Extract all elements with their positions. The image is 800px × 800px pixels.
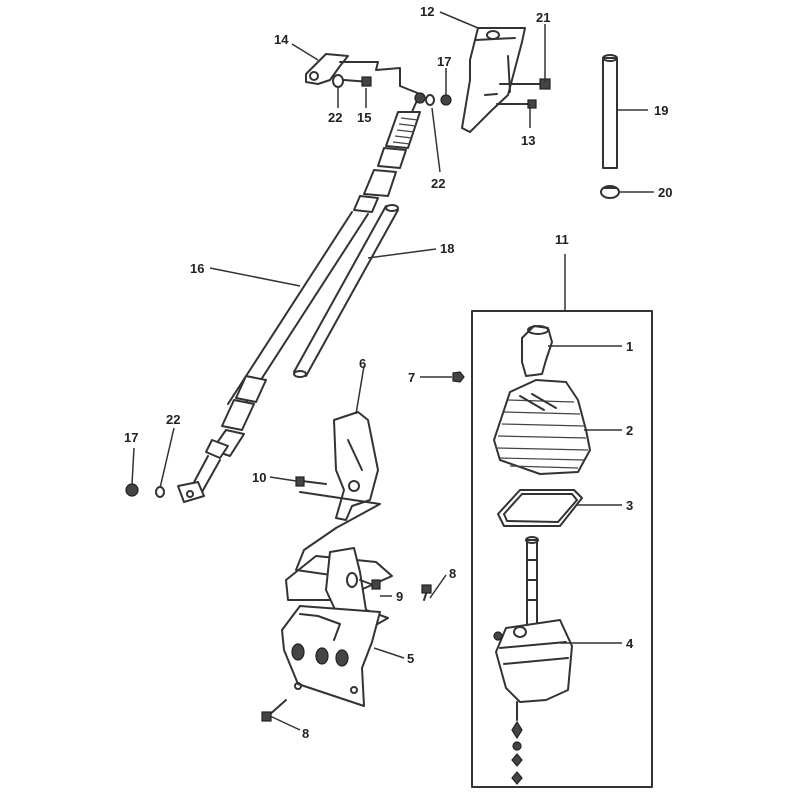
part-22-washer-left: [155, 486, 165, 498]
callout-17-left: 17: [124, 430, 138, 445]
part-19-rod: [602, 54, 618, 169]
callout-8-bottom: 8: [302, 726, 309, 741]
part-6-plate: [333, 411, 379, 521]
part-17-nut-top: [440, 94, 452, 106]
callout-7: 7: [408, 370, 415, 385]
callout-labels: 12 21 17 13 19 20 14 22 15 22 16 18 11 2…: [124, 4, 672, 741]
callout-4: 4: [626, 636, 634, 651]
part-9-bolt: [359, 579, 381, 590]
part-15-bolt: [343, 76, 372, 87]
callout-22-mid: 22: [431, 176, 445, 191]
part-2-boot: [493, 379, 591, 475]
part-4-shifter-base: [493, 536, 573, 785]
callout-22-top: 22: [328, 110, 342, 125]
part-3-gasket: [497, 489, 583, 527]
part-1-knob: [521, 325, 553, 377]
callout-12: 12: [420, 4, 434, 19]
part-20-clip: [600, 185, 620, 199]
callout-19: 19: [654, 103, 668, 118]
part-16-cable: [177, 92, 435, 503]
part-13-bolt: [496, 99, 537, 109]
callout-15: 15: [357, 110, 371, 125]
leader-lines: [131, 11, 654, 731]
callout-5: 5: [407, 651, 414, 666]
callout-6: 6: [359, 356, 366, 371]
callout-17-top: 17: [437, 54, 451, 69]
part-14-clevis: [305, 53, 421, 95]
callout-22-left: 22: [166, 412, 180, 427]
callout-2: 2: [626, 423, 633, 438]
callout-14: 14: [274, 32, 289, 47]
callout-9: 9: [396, 589, 403, 604]
part-12-bracket: [461, 27, 526, 133]
part-11-assembly-box: [471, 254, 653, 788]
part-5-bracket: [281, 491, 393, 707]
callout-8-right: 8: [449, 566, 456, 581]
callout-13: 13: [521, 133, 535, 148]
part-18-rod: [293, 204, 399, 378]
callout-11: 11: [555, 232, 569, 247]
part-17-nut-left: [125, 483, 139, 497]
callout-10: 10: [252, 470, 266, 485]
part-22-washer-top: [332, 74, 344, 88]
part-10-bolt: [295, 476, 327, 487]
callout-21: 21: [536, 10, 550, 25]
callout-3: 3: [626, 498, 633, 513]
callout-18: 18: [440, 241, 454, 256]
part-8-bolt-right: [421, 584, 432, 601]
part-7-screw: [452, 371, 465, 383]
callout-20: 20: [658, 185, 672, 200]
callout-16: 16: [190, 261, 204, 276]
callout-1: 1: [626, 339, 633, 354]
